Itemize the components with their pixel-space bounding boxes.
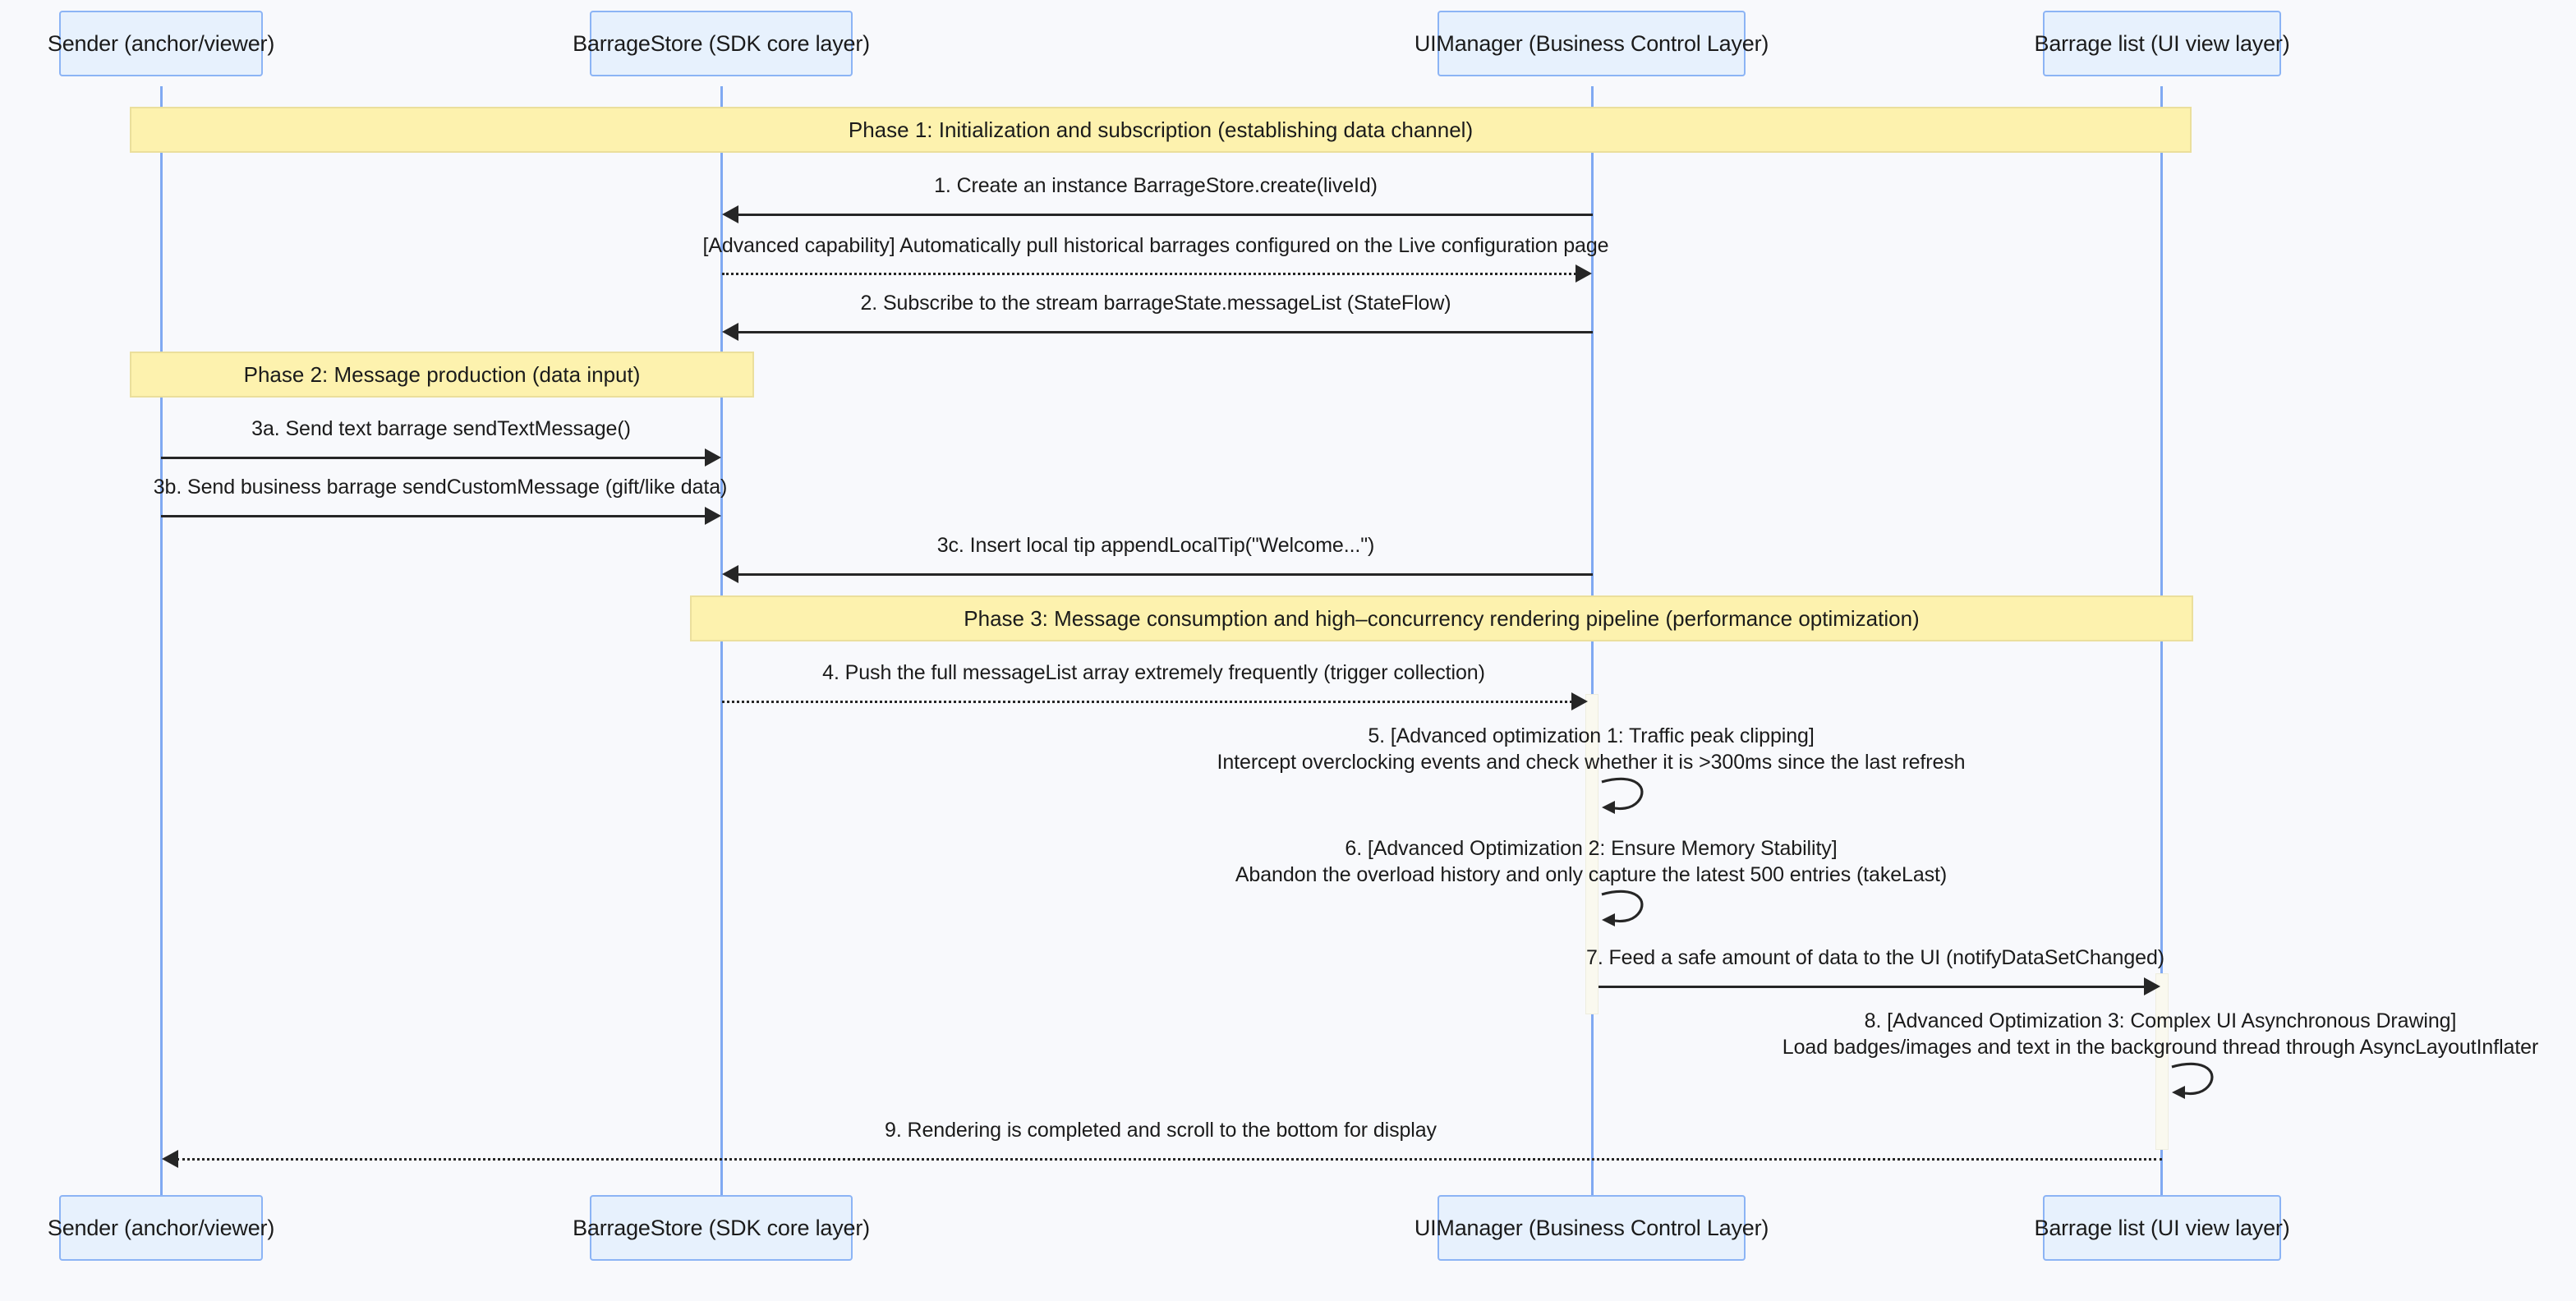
message-9-label: 9. Rendering is completed and scroll to …: [885, 1119, 1437, 1142]
actor-bottom-listui[interactable]: Barrage list (UI view layer): [2035, 1195, 2290, 1261]
message-8-label: 8. [Advanced Optimization 3: Complex UI …: [1750, 1008, 2571, 1060]
message-1b-line: [722, 273, 1576, 275]
message-3a-arrowhead: [705, 448, 721, 467]
message-4-line: [722, 701, 1572, 703]
phase-banner-3: Phase 3: Message consumption and high–co…: [690, 595, 2193, 641]
actor-bottom-store-label: BarrageStore (SDK core layer): [573, 1215, 870, 1240]
actor-bottom-sender[interactable]: Sender (anchor/viewer): [48, 1195, 274, 1261]
message-3c-arrowhead: [722, 565, 738, 583]
message-8-label-line2: Load badges/images and text in the backg…: [1782, 1036, 2539, 1059]
lifeline-sender: [160, 86, 163, 1195]
message-3c-label: 3c. Insert local tip appendLocalTip("Wel…: [936, 534, 1375, 557]
message-2-label: 2. Subscribe to the stream barrageState.…: [860, 292, 1451, 315]
phase-banner-2: Phase 2: Message production (data input): [130, 352, 754, 398]
actor-top-uimgr-label: UIManager (Business Control Layer): [1414, 30, 1769, 56]
message-9-arrowhead: [162, 1150, 178, 1168]
message-8-label-line1: 8. [Advanced Optimization 3: Complex UI …: [1864, 1009, 2457, 1032]
message-6-selfloop: [1598, 890, 1656, 931]
actor-top-listui-label: Barrage list (UI view layer): [2034, 30, 2290, 56]
actor-top-uimgr[interactable]: UIManager (Business Control Layer): [1414, 11, 1769, 76]
phase-banner-3-label: Phase 3: Message consumption and high–co…: [964, 605, 1920, 631]
message-7-label: 7. Feed a safe amount of data to the UI …: [1586, 946, 2164, 969]
message-6-label-line1: 6. [Advanced Optimization 2: Ensure Memo…: [1345, 837, 1838, 860]
message-2-line: [737, 331, 1593, 333]
message-3a-line: [161, 457, 706, 459]
message-5-label-line1: 5. [Advanced optimization 1: Traffic pea…: [1368, 724, 1815, 747]
message-2-arrowhead: [722, 323, 738, 341]
message-4-label: 4. Push the full messageList array extre…: [822, 661, 1485, 684]
message-6-label-line2: Abandon the overload history and only ca…: [1235, 863, 1948, 886]
message-1-line: [737, 214, 1593, 216]
message-3b-line: [161, 515, 706, 517]
actor-bottom-listui-label: Barrage list (UI view layer): [2034, 1215, 2290, 1240]
phase-banner-2-label: Phase 2: Message production (data input): [243, 361, 641, 387]
message-3b-arrowhead: [705, 507, 721, 525]
message-5-label: 5. [Advanced optimization 1: Traffic pea…: [1180, 723, 2002, 775]
message-3a-label: 3a. Send text barrage sendTextMessage(): [251, 417, 631, 440]
message-6-label: 6. [Advanced Optimization 2: Ensure Memo…: [1180, 835, 2002, 888]
actor-bottom-uimgr[interactable]: UIManager (Business Control Layer): [1414, 1195, 1769, 1261]
message-1-label: 1. Create an instance BarrageStore.creat…: [934, 174, 1378, 197]
activation-listui: [2155, 973, 2169, 1150]
message-9-line: [177, 1158, 2162, 1161]
message-7-line: [1598, 986, 2144, 988]
actor-top-store-label: BarrageStore (SDK core layer): [573, 30, 870, 56]
actor-bottom-uimgr-label: UIManager (Business Control Layer): [1414, 1215, 1769, 1240]
message-7-arrowhead: [2144, 977, 2160, 995]
message-4-arrowhead: [1571, 692, 1588, 710]
actor-top-sender[interactable]: Sender (anchor/viewer): [48, 11, 274, 76]
actor-bottom-sender-label: Sender (anchor/viewer): [47, 1215, 275, 1240]
message-1b-arrowhead: [1576, 264, 1592, 283]
message-5-label-line2: Intercept overclocking events and check …: [1217, 751, 1966, 774]
phase-banner-1: Phase 1: Initialization and subscription…: [130, 107, 2192, 153]
actor-top-sender-label: Sender (anchor/viewer): [47, 30, 275, 56]
phase-banner-1-label: Phase 1: Initialization and subscription…: [848, 117, 1474, 142]
message-3c-line: [737, 573, 1593, 576]
actor-top-listui[interactable]: Barrage list (UI view layer): [2035, 11, 2290, 76]
message-1b-label: [Advanced capability] Automatically pull…: [702, 234, 1609, 257]
message-5-selfloop: [1598, 777, 1656, 818]
message-3b-label: 3b. Send business barrage sendCustomMess…: [153, 476, 728, 499]
actor-top-store[interactable]: BarrageStore (SDK core layer): [573, 11, 870, 76]
message-8-selfloop: [2169, 1062, 2226, 1103]
message-1-arrowhead: [722, 205, 738, 223]
activation-uimgr: [1585, 694, 1598, 1014]
actor-bottom-store[interactable]: BarrageStore (SDK core layer): [573, 1195, 870, 1261]
